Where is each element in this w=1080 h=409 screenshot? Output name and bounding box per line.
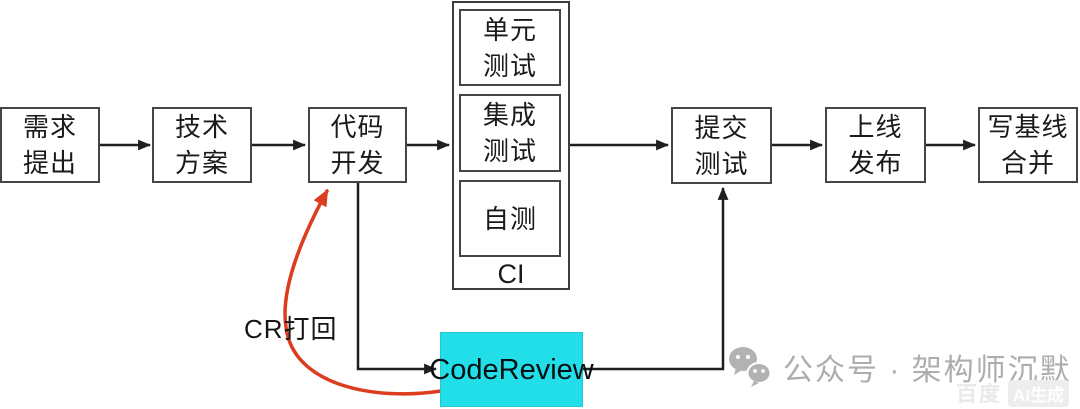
generator-watermark: 百度 AI生成 xyxy=(956,378,1069,408)
node-release-label: 上线 发布 xyxy=(848,112,903,178)
cr-return-annotation: CR打回 xyxy=(244,314,338,344)
node-requirement-label: 需求 提出 xyxy=(22,112,77,178)
node-submit-test-label: 提交 测试 xyxy=(694,112,749,179)
node-code-review: CodeReview xyxy=(429,332,594,407)
node-self-test-label: 自测 xyxy=(482,203,537,234)
generator-name: 百度 xyxy=(956,383,1002,406)
arrow-dev-to-codereview xyxy=(356,183,438,375)
node-code-review-label: CodeReview xyxy=(429,353,594,386)
generator-badge: AI生成 xyxy=(1008,379,1069,407)
node-tech-plan: 技术 方案 xyxy=(152,107,252,183)
node-baseline-merge-label: 写基线 合并 xyxy=(987,112,1069,178)
node-tech-plan-label: 技术 方案 xyxy=(174,112,229,178)
node-requirement: 需求 提出 xyxy=(0,107,100,183)
node-release: 上线 发布 xyxy=(825,107,926,183)
arrow-codereview-to-submit xyxy=(583,186,729,371)
node-submit-test: 提交 测试 xyxy=(671,107,772,184)
node-integration-test-label: 集成 测试 xyxy=(482,100,537,166)
node-code-dev-label: 代码 开发 xyxy=(330,112,385,178)
node-self-test: 自测 xyxy=(459,180,561,257)
node-integration-test: 集成 测试 xyxy=(459,94,561,172)
wechat-icon xyxy=(729,347,772,387)
node-code-dev: 代码 开发 xyxy=(308,107,407,183)
node-baseline-merge: 写基线 合并 xyxy=(978,107,1078,183)
node-unit-test-label: 单元 测试 xyxy=(482,14,537,81)
arrow-cr-return-curve xyxy=(283,188,443,396)
ci-group: 单元 测试 集成 测试 自测 CI xyxy=(452,1,570,290)
ci-group-label: CI xyxy=(497,259,525,289)
node-unit-test: 单元 测试 xyxy=(459,9,561,86)
